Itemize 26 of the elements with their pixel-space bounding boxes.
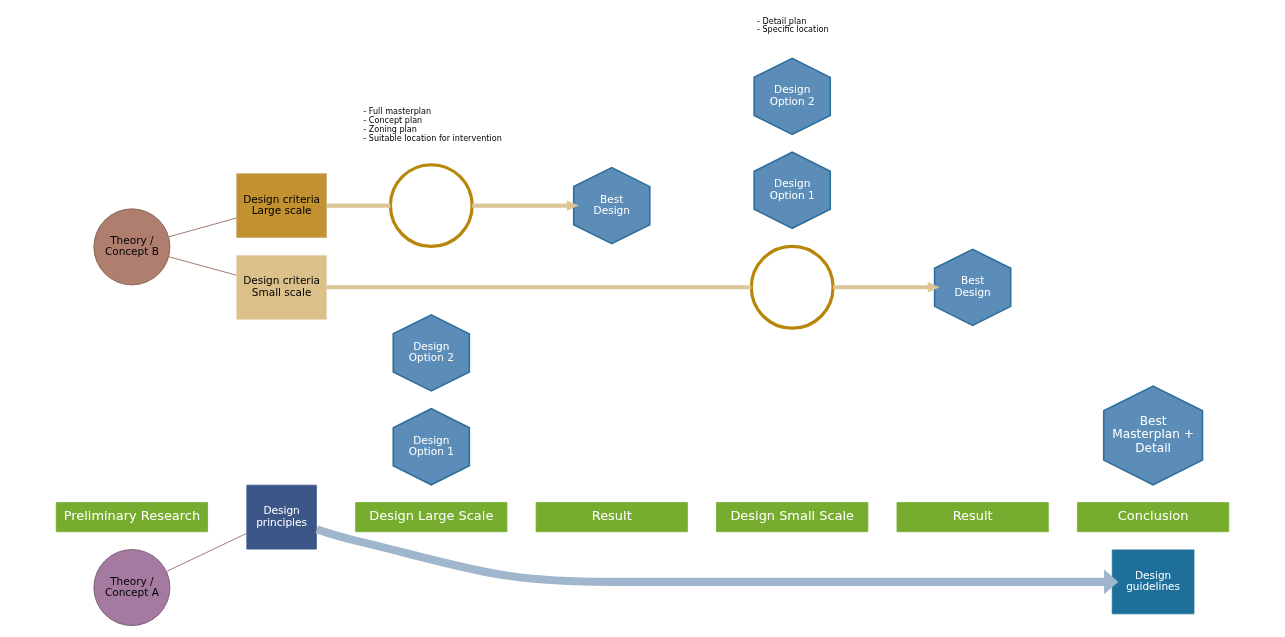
node-box: Design Small Scale (716, 502, 869, 533)
node-box: Preliminary Research (55, 502, 208, 533)
label: - Concept plan (363, 115, 423, 126)
connector (166, 532, 248, 572)
node-box: Conclusion (1077, 502, 1230, 533)
label: - Detail plan (757, 15, 807, 26)
node-circle (749, 244, 835, 330)
label: - Specific location (757, 24, 829, 35)
node-circle: Theory / Concept A (93, 549, 171, 626)
connector (326, 203, 391, 208)
arrow (833, 282, 940, 293)
node-circle (388, 163, 474, 249)
arrow (315, 525, 1119, 595)
connector (168, 217, 237, 238)
node-box: Result (535, 502, 688, 533)
connector (168, 256, 237, 276)
node-box: Design guidelines (1111, 549, 1195, 615)
node-box: Design principles (246, 484, 317, 550)
node-box: Design criteria Large scale (236, 173, 327, 238)
connector (326, 285, 752, 290)
label: - Full masterplan (363, 106, 432, 117)
node-circle: Theory / Concept B (93, 208, 171, 286)
arrow (472, 200, 579, 211)
node-box: Design criteria Small scale (236, 254, 327, 320)
node-box: Result (896, 502, 1049, 533)
node-box: Design Large Scale (355, 502, 508, 533)
